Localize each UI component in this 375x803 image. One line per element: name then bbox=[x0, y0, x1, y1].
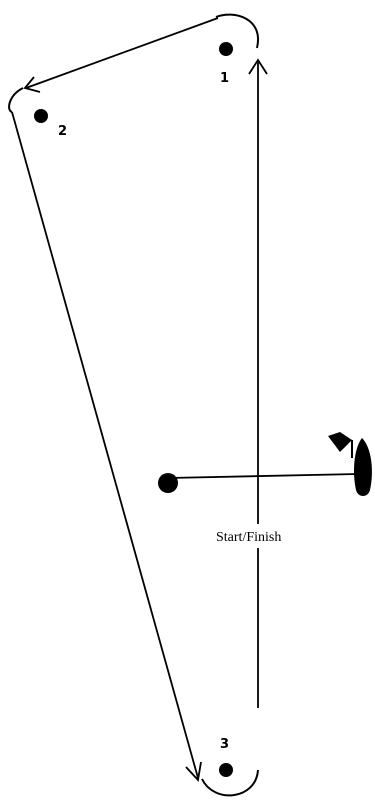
start-finish-label-bg bbox=[212, 524, 324, 548]
rounding-arc-mark-2 bbox=[8, 87, 24, 113]
leg-mark-1-to-mark-2 bbox=[25, 17, 219, 89]
start-pin-buoy bbox=[158, 473, 178, 493]
committee-boat-icon bbox=[328, 432, 372, 496]
mark-3-buoy bbox=[219, 763, 233, 777]
start-finish-line bbox=[167, 473, 359, 479]
arrowhead-mark-2 bbox=[23, 76, 41, 93]
rounding-arc-mark-3 bbox=[201, 769, 259, 797]
mark-2-buoy bbox=[34, 109, 48, 123]
start-finish-label: Start/Finish bbox=[216, 530, 281, 545]
arrowhead-mark-3 bbox=[185, 761, 202, 782]
mark-3-label: 3 bbox=[220, 737, 229, 752]
mark-1-buoy bbox=[219, 42, 233, 56]
mark-2-label: 2 bbox=[58, 124, 67, 139]
arrowhead-mark-1 bbox=[248, 58, 268, 75]
mark-1-label: 1 bbox=[220, 71, 229, 86]
rounding-arc-mark-1 bbox=[215, 13, 260, 49]
leg-mark-2-to-mark-3 bbox=[11, 111, 199, 779]
